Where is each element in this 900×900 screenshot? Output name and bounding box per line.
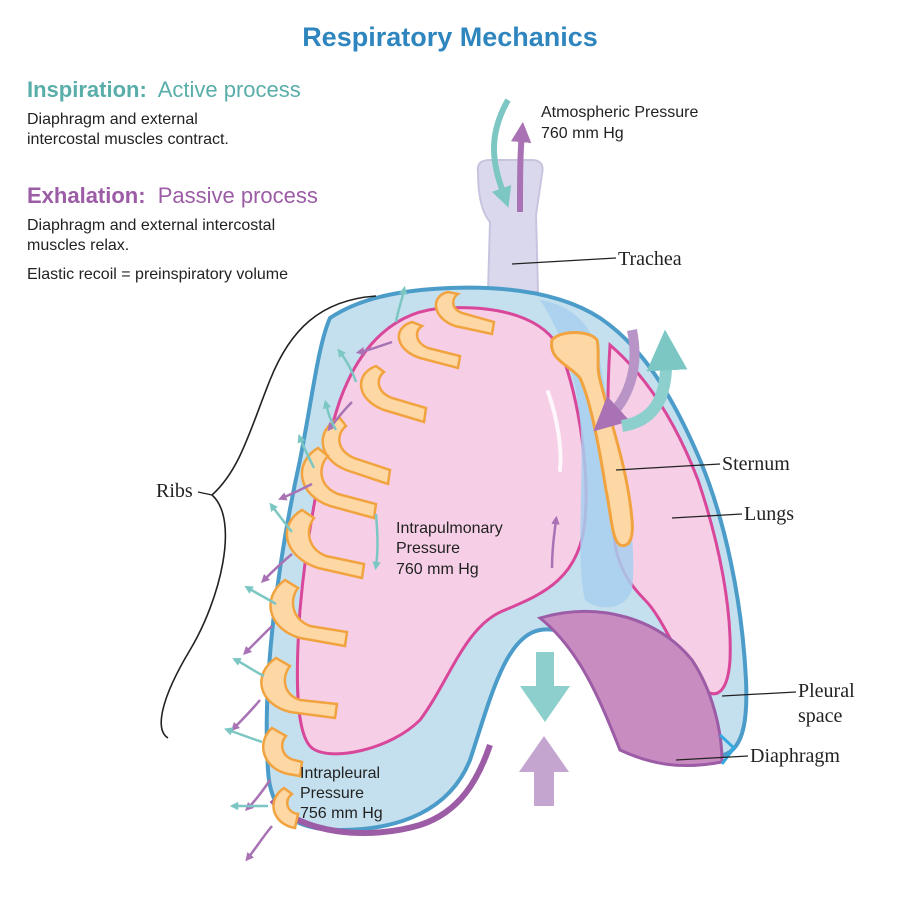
left-lung-highlight bbox=[546, 390, 563, 472]
page-title: Respiratory Mechanics bbox=[302, 22, 598, 52]
trachea-leader bbox=[511, 257, 617, 265]
pleural-label-2: space bbox=[798, 705, 843, 727]
exhalation-text-1: Diaphragm and external intercostal bbox=[27, 217, 275, 234]
rib-arrow-purple-7 bbox=[244, 779, 272, 812]
leader-lines bbox=[511, 257, 797, 761]
mediastinum bbox=[540, 300, 634, 608]
rib-arrow-purple-3 bbox=[278, 482, 313, 501]
pleura-bottom-rim bbox=[269, 744, 493, 836]
intrapulmonary-value: 760 mm Hg bbox=[396, 561, 479, 578]
intrapulmonary-label-1: Intrapulmonary bbox=[396, 520, 503, 537]
diaphragm-up-arrow bbox=[519, 736, 569, 806]
atmospheric-outflow-arrow bbox=[510, 121, 532, 213]
rib-5 bbox=[300, 446, 378, 520]
exhalation-subheading: Passive process bbox=[158, 183, 318, 208]
inspiration-subheading: Active process bbox=[158, 77, 301, 102]
rib-arrow-teal-6 bbox=[244, 585, 277, 606]
intrapleural-label-1: Intrapleural bbox=[300, 765, 380, 782]
pleural-leader bbox=[721, 691, 797, 697]
trachea-label: Trachea bbox=[618, 248, 682, 270]
exhalation-heading: Exhalation: bbox=[27, 183, 146, 208]
lungs-leader bbox=[671, 513, 743, 519]
atmospheric-inflow-arrow bbox=[490, 98, 512, 208]
exhalation-text-2: muscles relax. bbox=[27, 237, 129, 254]
rib-arrow-teal-4 bbox=[297, 434, 316, 469]
rib-arrow-purple-5 bbox=[242, 625, 273, 656]
intrapulmonary-purple-arrow bbox=[550, 515, 560, 569]
sternum-bone bbox=[550, 331, 634, 548]
rib-3 bbox=[359, 364, 428, 424]
ribs-label: Ribs bbox=[156, 480, 193, 502]
trachea-shape bbox=[476, 159, 544, 293]
inspiration-text-2: intercostal muscles contract. bbox=[27, 131, 229, 148]
ribs-leader bbox=[197, 491, 213, 496]
rib-arrow-teal-7 bbox=[232, 658, 265, 678]
rib-arrow-teal-1 bbox=[394, 285, 408, 323]
atmospheric-pressure-value: 760 mm Hg bbox=[541, 125, 624, 142]
sternum-leader bbox=[615, 463, 721, 471]
rib-arrow-purple-2 bbox=[327, 401, 353, 432]
exhalation-text-3: Elastic recoil = preinspiratory volume bbox=[27, 266, 288, 283]
rib-arrow-purple-4 bbox=[260, 553, 293, 584]
rib-8 bbox=[260, 656, 339, 720]
rib-2 bbox=[397, 320, 462, 370]
sternum-label: Sternum bbox=[722, 453, 790, 475]
intrapulmonary-label-2: Pressure bbox=[396, 540, 460, 557]
inspiration-header: Inspiration: Active process bbox=[27, 77, 301, 102]
rib-arrow-purple-1 bbox=[355, 340, 393, 356]
diaphragm-leader bbox=[675, 755, 749, 761]
exhalation-header: Exhalation: Passive process bbox=[27, 183, 318, 208]
rib-arrow-purple-8 bbox=[245, 825, 273, 862]
intrapleural-value: 756 mm Hg bbox=[300, 805, 383, 822]
diaphragm-label: Diaphragm bbox=[750, 745, 840, 767]
inspiration-heading: Inspiration: bbox=[27, 77, 147, 102]
atmospheric-pressure-label: Atmospheric Pressure bbox=[541, 104, 698, 121]
intrapulmonary-teal-arrow bbox=[372, 513, 381, 571]
rib-arrow-teal-3 bbox=[322, 399, 338, 431]
rib-4 bbox=[321, 416, 392, 486]
rib-6 bbox=[285, 508, 366, 580]
pleural-label-1: Pleural bbox=[798, 680, 855, 702]
rib-arrow-teal-2 bbox=[337, 348, 358, 383]
rib-motion-arrows bbox=[223, 285, 408, 862]
intrapleural-label-2: Pressure bbox=[300, 785, 364, 802]
diaphragm-down-arrow bbox=[520, 652, 570, 722]
sternum-teal-arrow bbox=[620, 329, 688, 432]
rib-arrow-teal-8 bbox=[223, 727, 263, 744]
sternum-purple-arrow bbox=[593, 329, 640, 432]
rib-10 bbox=[272, 786, 300, 830]
rib-cage bbox=[260, 290, 496, 830]
inspiration-text-1: Diaphragm and external bbox=[27, 111, 198, 128]
rib-arrow-teal-5 bbox=[269, 502, 293, 533]
diaphragm-edge bbox=[718, 733, 737, 765]
rib-9 bbox=[262, 726, 304, 778]
lungs-label: Lungs bbox=[744, 503, 794, 525]
rib-arrow-purple-6 bbox=[230, 699, 261, 732]
rib-1 bbox=[434, 290, 496, 336]
